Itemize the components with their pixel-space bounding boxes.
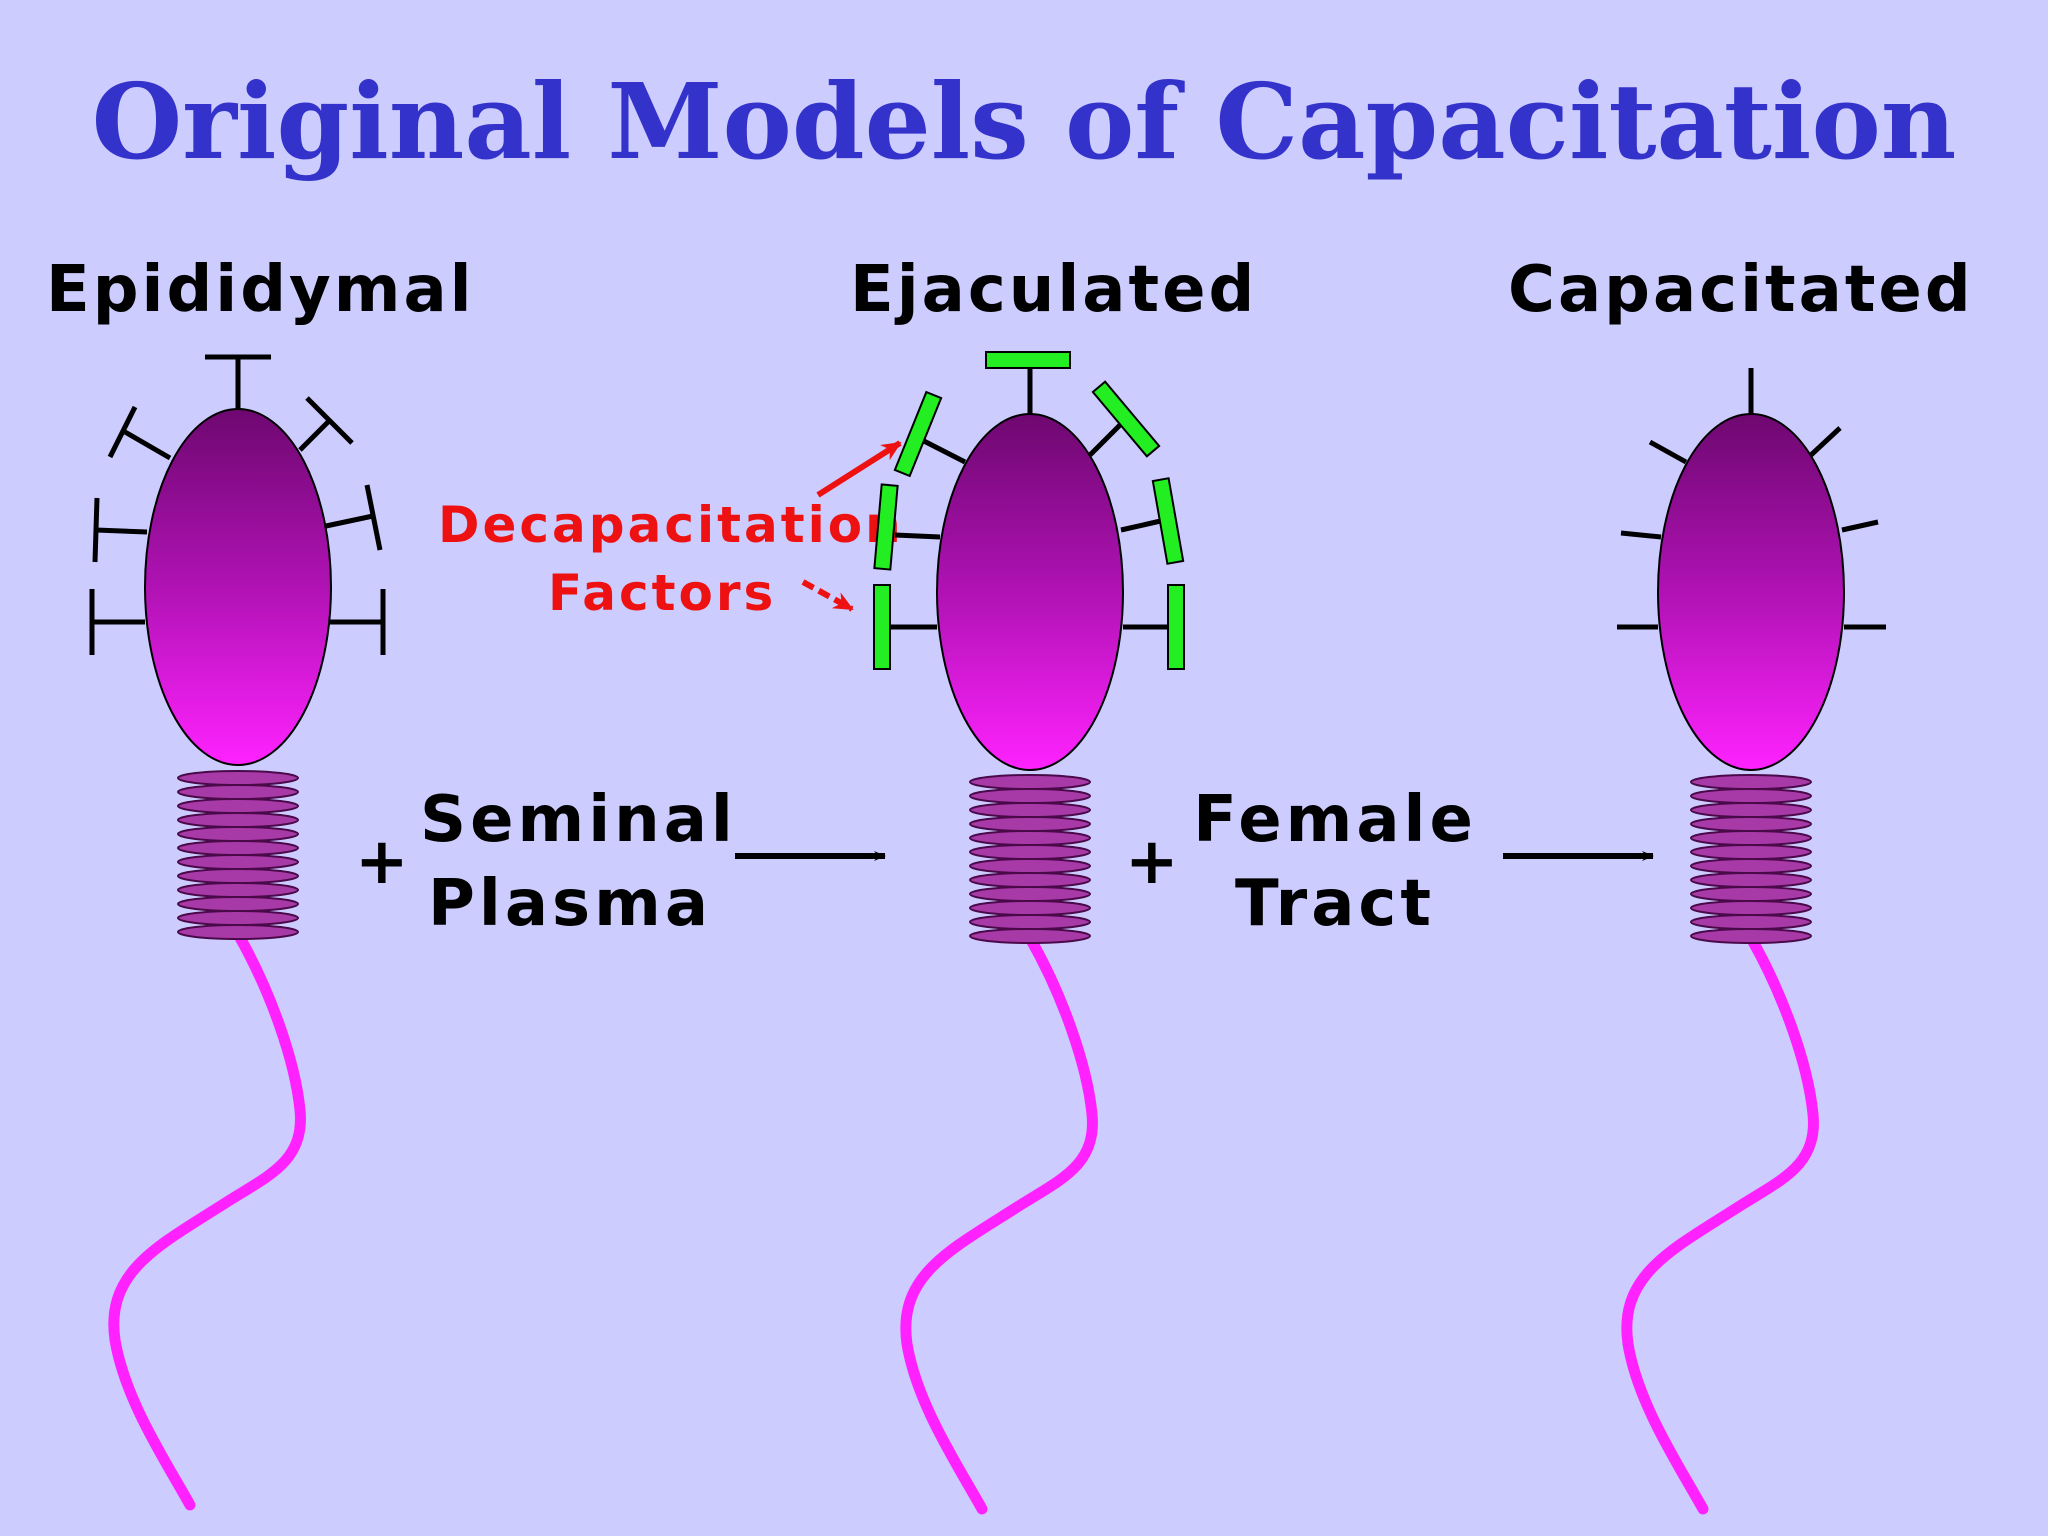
annotation-decapacitation: Decapacitation <box>438 496 904 554</box>
step-label-female-tract: Female Tract <box>1190 788 1480 936</box>
receptors <box>89 354 386 655</box>
step-label-female: Female <box>1193 783 1477 857</box>
plus-sign-2: + <box>1125 825 1179 899</box>
tail <box>900 932 1098 1515</box>
sperm-capacitated <box>1617 368 1886 1515</box>
receptors <box>1617 368 1886 630</box>
tail <box>108 928 306 1511</box>
stage-label-epididymal: Epididymal <box>46 253 475 327</box>
sperm-ejaculated <box>873 351 1185 1515</box>
sperm-head <box>144 408 332 766</box>
midpiece <box>1690 774 1812 944</box>
factor-block <box>893 390 943 478</box>
step-label-seminal-plasma: Seminal Plasma <box>420 783 737 941</box>
stage-label-ejaculated: Ejaculated <box>850 253 1258 327</box>
factor-block <box>1151 477 1185 565</box>
sperm-head <box>1657 413 1845 771</box>
page-title: Original Models of Capacitation <box>91 60 1957 183</box>
stage-label-capacitated: Capacitated <box>1508 253 1974 327</box>
factor-block <box>985 351 1071 369</box>
sperm-head <box>936 413 1124 771</box>
factor-block <box>873 483 899 571</box>
midpiece <box>177 770 299 940</box>
step-label-plasma: Plasma <box>428 867 712 941</box>
annotation-arrow <box>816 440 902 498</box>
decapacitation-factors <box>873 351 1185 670</box>
tail <box>1621 932 1819 1515</box>
step-label-tract: Tract <box>1235 867 1435 941</box>
factor-block <box>1167 584 1185 670</box>
plus-sign-1: + <box>355 825 409 899</box>
midpiece <box>969 774 1091 944</box>
step-label-seminal: Seminal <box>420 783 737 857</box>
annotation-factors: Factors <box>548 564 777 622</box>
sperm-epididymal <box>89 354 386 1511</box>
factor-block <box>873 584 891 670</box>
annotation-arrow <box>801 579 854 612</box>
factor-block <box>1091 380 1161 458</box>
